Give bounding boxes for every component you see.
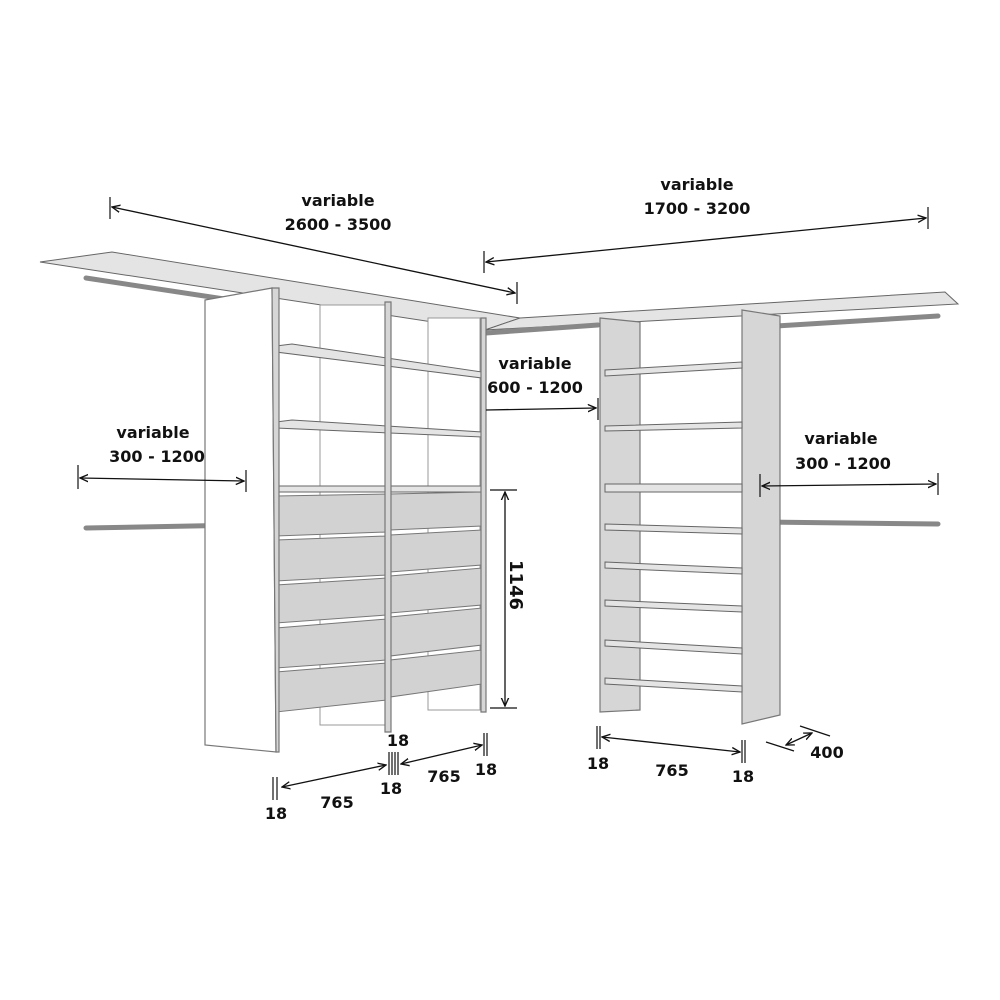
corner-label-2: 600 - 1200 <box>487 378 583 397</box>
corner-label-1: variable <box>498 354 571 373</box>
dim-18: 18 <box>380 779 402 798</box>
right-tower-right-panel <box>741 309 781 725</box>
top-right-label-1: variable <box>660 175 733 194</box>
dim-765: 765 <box>427 767 460 786</box>
top-shelf-right <box>484 291 960 331</box>
hanging-rod-right-bottom <box>757 519 941 527</box>
dimension-lines <box>77 197 939 800</box>
dim-765: 765 <box>320 793 353 812</box>
dim-765: 765 <box>655 761 688 780</box>
tower-panel <box>384 301 392 733</box>
drawer-height-label: 1146 <box>505 560 526 610</box>
dim-400: 400 <box>810 743 843 762</box>
dim-18: 18 <box>587 754 609 773</box>
top-left-label-1: variable <box>301 191 374 210</box>
tower-panel <box>480 317 487 713</box>
left-rod-label-2: 300 - 1200 <box>109 447 205 466</box>
top-left-label-2: 2600 - 3500 <box>285 215 392 234</box>
hanging-rod-right-top <box>757 313 941 330</box>
right-tower-shelves <box>604 361 743 693</box>
left-rod-label-1: variable <box>116 423 189 442</box>
right-rod-label-2: 300 - 1200 <box>795 454 891 473</box>
top-right-label-2: 1700 - 3200 <box>644 199 751 218</box>
right-tower-left-panel <box>599 317 641 713</box>
dim-18: 18 <box>732 767 754 786</box>
left-side-panel <box>204 287 277 753</box>
dim-18: 18 <box>387 731 409 750</box>
dim-18: 18 <box>475 760 497 779</box>
dim-18: 18 <box>265 804 287 823</box>
left-tower-drawers <box>275 491 483 713</box>
hanging-rod-corner <box>483 322 601 336</box>
right-rod-label-1: variable <box>804 429 877 448</box>
